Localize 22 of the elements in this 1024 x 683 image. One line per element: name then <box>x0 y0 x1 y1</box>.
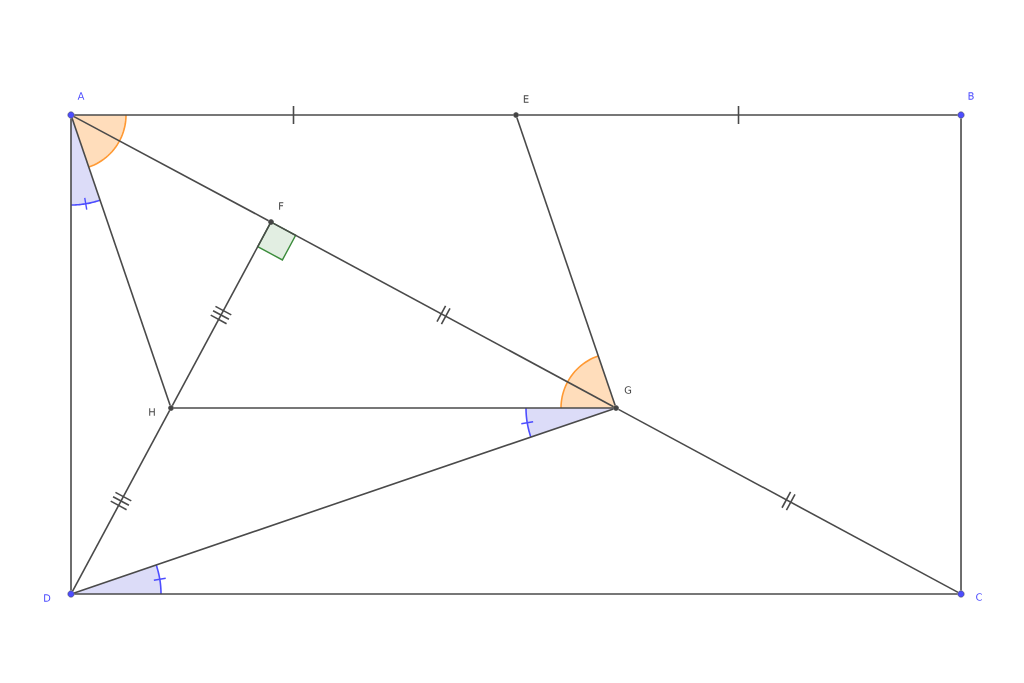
line-segment <box>173 407 614 409</box>
line-segment <box>70 117 72 592</box>
line-segment <box>516 116 616 407</box>
line-segment <box>71 117 171 407</box>
line-segment <box>171 223 271 407</box>
line-segment <box>73 408 615 594</box>
point-label: A <box>77 92 85 100</box>
point-label: D <box>44 594 51 602</box>
line-segment <box>73 114 514 116</box>
line-segment <box>71 409 171 592</box>
point-label: E <box>523 95 529 103</box>
point-label: B <box>968 92 974 100</box>
line-segment <box>617 408 959 594</box>
line-segment <box>518 114 959 116</box>
point-label: C <box>976 593 982 601</box>
line-segment <box>73 593 959 595</box>
point-label: F <box>279 202 284 210</box>
point-label: G <box>624 386 632 394</box>
line-segment <box>73 115 270 222</box>
point-label: H <box>149 408 155 416</box>
line-segment <box>960 117 962 592</box>
line-segment <box>272 222 615 408</box>
